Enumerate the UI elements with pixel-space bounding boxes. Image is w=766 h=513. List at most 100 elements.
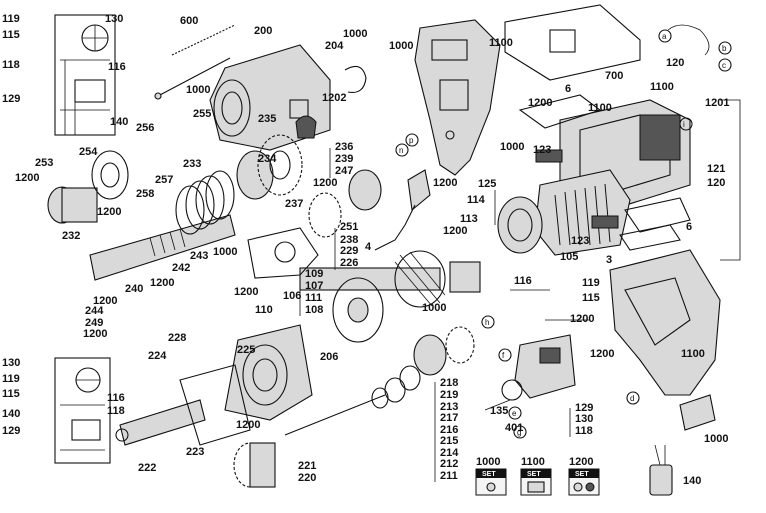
- part-label: 1200: [150, 277, 174, 289]
- part-label: 1200: [97, 206, 121, 218]
- part-label: 229: [340, 245, 358, 257]
- set-number-1100: 1100: [521, 456, 545, 468]
- ref-b: b: [722, 44, 727, 53]
- part-label: 254: [79, 146, 98, 158]
- part-label: 140: [110, 116, 128, 128]
- part-label: 204: [325, 40, 344, 52]
- part-label: 220: [298, 472, 316, 484]
- part-label: 211: [440, 470, 458, 482]
- switch: [501, 334, 576, 401]
- part-label: 217: [440, 412, 458, 424]
- part-label: 1100: [489, 37, 513, 49]
- part-label: 113: [460, 213, 478, 225]
- part-label: 123: [533, 144, 551, 156]
- drive-spindle: [89, 214, 236, 281]
- brush-holder: [497, 196, 543, 254]
- wire-leads: [484, 24, 741, 411]
- armature: [299, 250, 481, 308]
- part-label: 1200: [570, 313, 594, 325]
- part-label: 238: [340, 234, 358, 246]
- part-label: 240: [125, 283, 143, 295]
- part-label: 1200: [83, 328, 107, 340]
- part-label: 129: [575, 402, 593, 414]
- part-label: 1200: [433, 177, 457, 189]
- wiring-schematic-top: [54, 14, 116, 136]
- ref-d: d: [630, 394, 634, 403]
- ref-n: n: [399, 146, 403, 155]
- part-label: 114: [467, 194, 486, 206]
- part-label: 600: [180, 15, 198, 27]
- part-label: 212: [440, 458, 458, 470]
- spring-clip: [344, 65, 367, 93]
- clutch: [413, 326, 475, 376]
- part-label: 140: [683, 475, 701, 487]
- part-label: 239: [335, 153, 353, 165]
- capacitor: [649, 444, 673, 496]
- service-set-1000: SET 1000: [475, 456, 507, 496]
- ref-g: g: [517, 428, 521, 437]
- stator: [534, 169, 631, 256]
- part-label: 236: [335, 141, 353, 153]
- part-label: 255: [193, 108, 211, 120]
- part-label: 1200: [15, 172, 39, 184]
- set-tag-1200: SET: [575, 471, 589, 478]
- ref-p: p: [409, 136, 414, 145]
- ref-a: a: [662, 32, 667, 41]
- cover-plate: [679, 394, 716, 431]
- part-label: 1000: [343, 28, 367, 40]
- pinion-gear: [233, 442, 276, 488]
- part-label: 119: [2, 373, 20, 385]
- part-label: 120: [666, 57, 684, 69]
- part-label: 129: [2, 93, 20, 105]
- part-label: 118: [2, 59, 20, 71]
- part-label: 256: [136, 122, 154, 134]
- part-label: 1000: [213, 246, 237, 258]
- flange: [179, 364, 251, 446]
- part-label: 1202: [322, 92, 346, 104]
- part-label: 242: [172, 262, 190, 274]
- carry-case: [504, 4, 641, 81]
- part-label: 1000: [389, 40, 413, 52]
- part-label: 223: [186, 446, 204, 458]
- part-label: 121: [707, 163, 725, 175]
- part-label: 107: [305, 280, 323, 292]
- lower-gear-housing: [224, 324, 313, 421]
- part-label: 233: [183, 158, 201, 170]
- part-label: 218: [440, 377, 458, 389]
- part-label: 224: [148, 350, 167, 362]
- ref-i: i: [683, 120, 685, 129]
- insulation-plates: [518, 94, 691, 251]
- part-label: 140: [2, 408, 20, 420]
- part-label: 129: [2, 425, 20, 437]
- part-label: 1200: [528, 97, 552, 109]
- part-labels: 119 130 115 118 116 129 140 600 200 1000…: [2, 13, 729, 487]
- part-label: 130: [105, 13, 123, 25]
- part-label: 1100: [588, 102, 612, 114]
- part-label: 1000: [422, 302, 446, 314]
- part-label: 214: [440, 447, 459, 459]
- part-label: 115: [2, 388, 20, 400]
- spring-strip: [171, 24, 236, 56]
- part-label: 243: [190, 250, 208, 262]
- part-label: 213: [440, 401, 458, 413]
- part-label: 109: [305, 268, 323, 280]
- part-label: 1000: [500, 141, 524, 153]
- part-label: 235: [258, 113, 276, 125]
- part-label: 258: [136, 188, 154, 200]
- rear-handle: [609, 249, 721, 396]
- part-label: 700: [605, 70, 623, 82]
- part-label: 247: [335, 165, 353, 177]
- set-tag-1100: SET: [527, 471, 541, 478]
- part-label: 6: [686, 221, 692, 233]
- part-label: 1200: [236, 419, 260, 431]
- part-label: 119: [582, 277, 600, 289]
- connector-refs: a b c d e f g h i n p: [395, 29, 732, 439]
- part-label: 1000: [186, 84, 210, 96]
- part-label: 135: [490, 405, 508, 417]
- part-label: 1000: [704, 433, 728, 445]
- part-label: 234: [258, 153, 277, 165]
- part-label: 118: [575, 425, 593, 437]
- part-label: 116: [108, 61, 126, 73]
- ref-c: c: [722, 61, 726, 70]
